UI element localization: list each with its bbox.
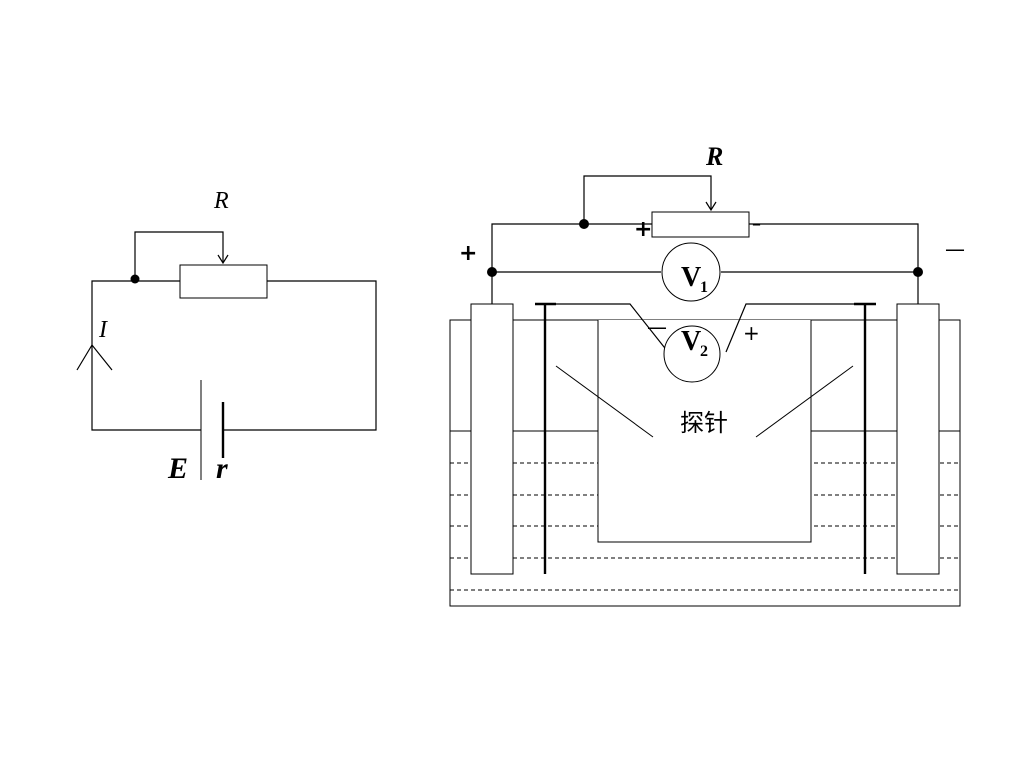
right-junction-dot <box>913 267 923 277</box>
left-junction-dot <box>130 274 140 284</box>
right-probe <box>854 302 876 574</box>
right-resistor-label: R <box>705 142 723 171</box>
left-slider-wire <box>134 231 224 279</box>
v2-letter: V <box>681 326 701 357</box>
v2-right-wire <box>725 303 865 353</box>
right-slider-wire <box>583 175 712 224</box>
v1-subscript: 1 <box>700 279 708 296</box>
emf-label: E <box>167 452 188 485</box>
current-label: I <box>98 317 108 343</box>
rheostat-junction-dot <box>579 219 589 229</box>
voltmeter-v1: V 1 <box>661 242 721 302</box>
probe-pointer-right <box>755 365 854 438</box>
left-circuit: R I E r <box>76 188 377 485</box>
current-arrow <box>76 343 113 371</box>
left-electrode <box>470 303 514 575</box>
right-apparatus: V 1 V 2 R + – + — — + 探针 <box>449 142 965 607</box>
v2-left-wire <box>545 303 669 353</box>
outer-top-wire <box>491 223 919 304</box>
left-resistor <box>179 264 268 299</box>
left-plus-label: + <box>459 241 477 266</box>
rheostat-minus-label: – <box>752 214 761 235</box>
v2-plus-label: + <box>743 321 760 345</box>
right-electrode <box>896 303 940 575</box>
v1-letter: V <box>681 262 701 293</box>
voltmeter-v2: V 2 <box>663 325 721 383</box>
probe-label: 探针 <box>680 409 728 437</box>
left-resistor-label: R <box>213 188 229 214</box>
v2-subscript: 2 <box>700 343 708 360</box>
rheostat-plus-label: + <box>634 217 652 242</box>
left-junction-dot-right <box>487 267 497 277</box>
left-slider-arrow <box>217 254 229 265</box>
v2-minus-label: — <box>647 315 667 339</box>
right-minus-label: — <box>945 237 965 261</box>
probe-pointer-left <box>555 365 654 438</box>
internal-resistance-label: r <box>216 452 228 485</box>
right-resistor <box>651 211 750 238</box>
left-loop-wire <box>91 280 377 431</box>
left-probe <box>535 302 556 574</box>
right-slider-arrow <box>705 201 717 212</box>
central-separator <box>597 320 812 543</box>
